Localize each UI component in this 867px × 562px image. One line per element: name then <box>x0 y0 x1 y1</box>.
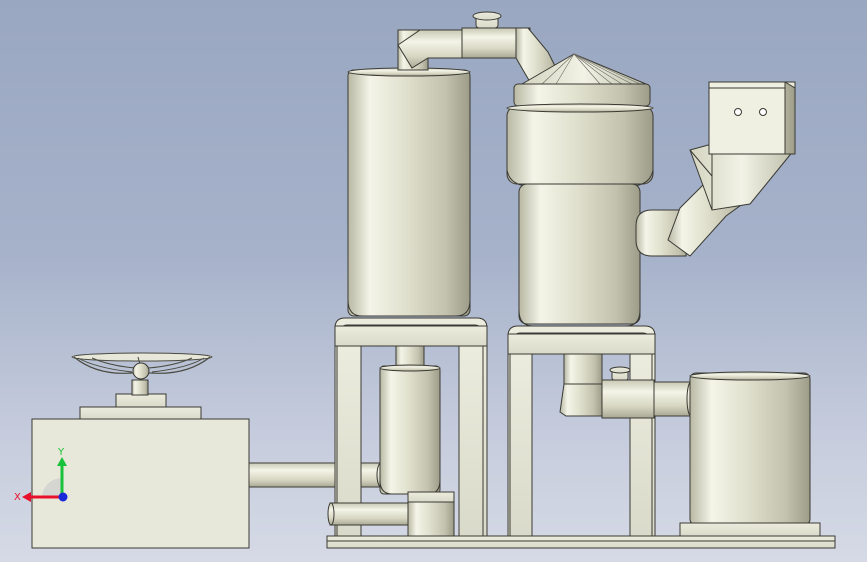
bottom-right-tank-foot <box>679 522 821 537</box>
right-tank-body <box>518 183 641 325</box>
bottom-outlet-pipe <box>559 353 696 419</box>
left-tank <box>347 69 471 317</box>
bottom-right-tank <box>689 372 811 526</box>
handwheel-knob <box>132 362 150 380</box>
right-tank-upper-drum <box>513 83 651 107</box>
middle-column <box>379 365 441 495</box>
triad-z-axis <box>58 492 68 502</box>
base-plate <box>326 535 836 549</box>
housing-top-plate <box>79 406 202 420</box>
chimney-box <box>708 81 796 155</box>
middle-column-shaft <box>395 345 425 367</box>
lower-valve-pipe <box>329 502 409 526</box>
chimney-hole-right <box>759 108 767 116</box>
handwheel-hub <box>115 393 167 408</box>
right-tank-drum <box>506 105 654 185</box>
chimney-hole-left <box>734 108 742 116</box>
triad-y-label: Y <box>57 447 65 458</box>
triad-x-label: X <box>14 492 21 503</box>
side-outlet-duct <box>635 143 795 257</box>
coordinate-triad: X Y <box>14 447 68 503</box>
motor-housing <box>31 418 250 549</box>
